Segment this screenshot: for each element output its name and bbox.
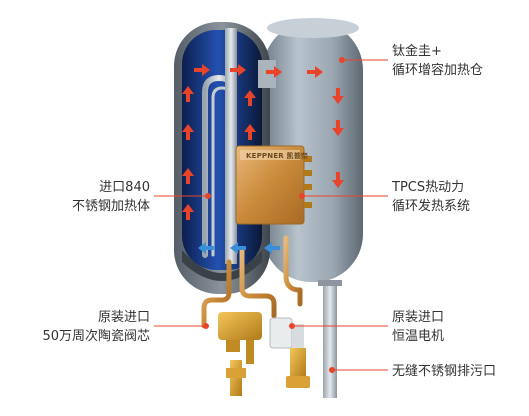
arrow-hot-icon (244, 90, 256, 106)
arrow-hot-icon (332, 88, 344, 104)
drain-pipe (318, 280, 342, 398)
arrow-cold-icon (230, 242, 246, 254)
arrow-hot-icon (182, 124, 194, 140)
label-motor: 原装进口 恒温电机 (392, 310, 445, 344)
arrow-hot-icon (332, 120, 344, 136)
label-drain: 无缝不锈钢排污口 (392, 364, 497, 379)
hot-flow-arrows (182, 64, 344, 220)
label-heater: 进口840 不锈钢加热体 (71, 180, 150, 214)
ceramic-valve (218, 312, 262, 396)
label-valve: 原装进口 50万周次陶瓷阀芯 (42, 310, 150, 344)
arrow-hot-icon (182, 204, 194, 220)
arrow-hot-icon (307, 66, 323, 78)
leader-dot-icon (299, 193, 305, 199)
arrow-hot-icon (332, 172, 344, 188)
label-titanium-tank: 钛金圭+ 循环增容加热仓 (392, 44, 484, 78)
arrow-hot-icon (266, 66, 282, 78)
arrow-hot-icon (182, 86, 194, 102)
arrow-hot-icon (182, 168, 194, 184)
arrow-hot-icon (194, 64, 210, 76)
copper-pipes (201, 235, 303, 329)
brand-logo: KEPPNER 凯普奈 (246, 152, 309, 160)
leader-dot-icon (205, 193, 211, 199)
leader-dot-icon (329, 367, 335, 373)
leader-dot-icon (339, 57, 345, 63)
cold-flow-arrows (198, 242, 280, 254)
arrow-hot-icon (244, 124, 256, 140)
arrow-hot-icon (230, 64, 246, 76)
motor (269, 317, 310, 388)
control-box (235, 145, 312, 225)
heating-element (202, 28, 237, 264)
label-tpcs-system: TPCS热动力 循环发热系统 (392, 180, 471, 214)
arrow-cold-icon (264, 242, 280, 254)
arrow-cold-icon (198, 242, 214, 254)
leader-dot-icon (203, 323, 209, 329)
leader-dot-icon (289, 323, 295, 329)
leader-lines (154, 57, 388, 373)
